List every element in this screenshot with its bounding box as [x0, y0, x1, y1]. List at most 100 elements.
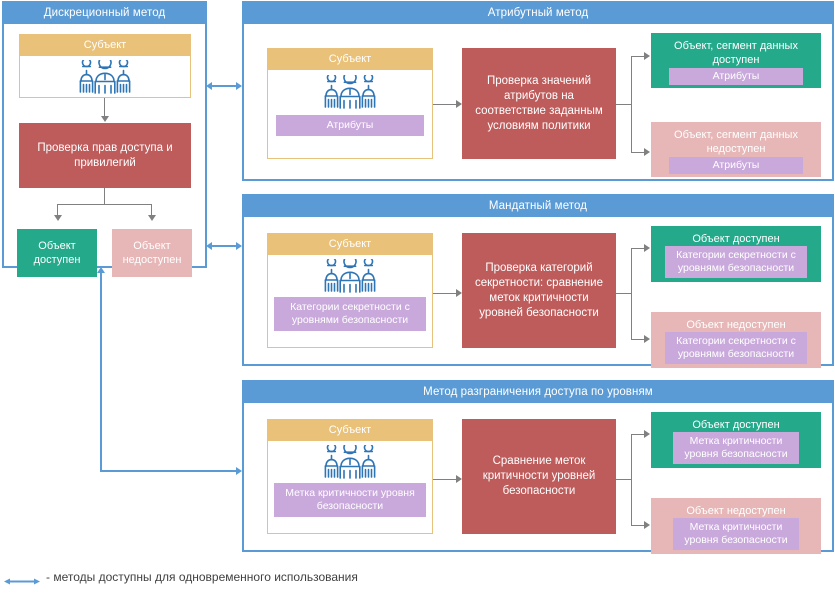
people-group-icon — [74, 55, 136, 99]
panel-mandatory-body: Субъект — [244, 217, 832, 368]
panel-discretionary: Дискреционный метод Субъект — [2, 1, 207, 277]
connector-branch-granted — [631, 434, 646, 435]
interpanel-connector-3-horizontal — [100, 470, 236, 472]
result-title: Объект, сегмент данных доступен — [674, 40, 798, 66]
result-chip-granted: Атрибуты — [669, 68, 803, 85]
arrowhead-right — [456, 100, 462, 108]
arrowhead-right-denied — [644, 335, 650, 343]
people-group-icon — [319, 254, 381, 298]
subject-title: Субъект — [268, 420, 432, 441]
panel-levels-header: Метод разграничения доступа по уровням — [244, 382, 832, 403]
connector-branch-vertical — [631, 56, 632, 152]
connector-process-stem — [616, 293, 631, 294]
result-title: Объект доступен — [692, 419, 780, 431]
result-granted-attribute: Объект, сегмент данных доступен Атрибуты — [651, 33, 821, 88]
subject-title: Субъект — [268, 49, 432, 70]
double-headed-arrow-icon — [4, 573, 40, 584]
result-denied-discretionary: Объект недоступен — [112, 229, 192, 277]
process-box-attribute: Проверка значений атрибутов на соответст… — [462, 48, 616, 159]
connector-subject-to-process — [433, 479, 457, 480]
subject-body: Метка критичности уровня безопасности — [268, 440, 432, 533]
panel-attribute-header: Атрибутный метод — [244, 3, 832, 24]
subject-chip-label: Метка критичности уровня безопасности — [274, 483, 426, 517]
result-denied-mandatory: Объект недоступен Категории секретности … — [651, 312, 821, 368]
connector-subject-to-process — [433, 293, 457, 294]
process-box-mandatory: Проверка категорий секретности: сравнени… — [462, 233, 616, 348]
panel-attribute-body: Субъект — [244, 24, 832, 181]
connector-branch-vertical — [631, 248, 632, 339]
legend: - методы доступны для одновременного исп… — [4, 570, 358, 584]
subject-title: Субъект — [268, 234, 432, 255]
people-group-icon — [319, 440, 381, 484]
subject-title: Субъект — [20, 35, 190, 56]
arrowhead-right — [456, 289, 462, 297]
result-chip-denied: Метка критичности уровня безопасности — [673, 518, 799, 550]
result-chip-denied: Атрибуты — [669, 157, 803, 174]
arrowhead-right-granted — [644, 52, 650, 60]
result-granted-mandatory: Объект доступен Категории секретности с … — [651, 226, 821, 282]
connector-branch-denied — [631, 152, 646, 153]
connector-branch-granted — [631, 248, 646, 249]
interpanel-connector-3-vertical — [100, 273, 102, 472]
result-title: Объект, сегмент данных недоступен — [674, 129, 798, 155]
interpanel-arrowhead-1-right — [236, 82, 242, 90]
interpanel-connector-2 — [212, 245, 236, 247]
panel-levels-body: Субъект — [244, 403, 832, 554]
subject-body — [20, 55, 190, 99]
subject-card-discretionary: Субъект — [19, 34, 191, 98]
arrowhead-right-granted — [644, 244, 650, 252]
panel-mandatory-header: Мандатный метод — [244, 196, 832, 217]
result-denied-levels: Объект недоступен Метка критичности уров… — [651, 498, 821, 554]
result-chip-granted: Категории секретности с уровнями безопас… — [665, 246, 807, 278]
interpanel-arrowhead-2-left — [206, 242, 212, 250]
interpanel-connector-1 — [212, 85, 236, 87]
connector-branch-vertical — [631, 434, 632, 525]
subject-body: Атрибуты — [268, 70, 432, 158]
subject-card-attribute: Субъект — [267, 48, 433, 159]
people-group-icon — [319, 70, 381, 114]
result-title: Объект доступен — [692, 233, 780, 245]
legend-text: - методы доступны для одновременного исп… — [46, 570, 358, 584]
subject-card-levels: Субъект — [267, 419, 433, 534]
subject-card-mandatory: Субъект — [267, 233, 433, 348]
result-chip-denied: Категории секретности с уровнями безопас… — [665, 332, 807, 364]
connector-branch-right — [151, 204, 152, 216]
panel-levels: Метод разграничения доступа по уровням С… — [242, 380, 834, 554]
connector-process-stem — [616, 104, 631, 105]
arrowhead-right-granted — [644, 430, 650, 438]
panel-mandatory: Мандатный метод Субъект — [242, 194, 834, 368]
subject-chip-secrecy: Категории секретности с уровнями безопас… — [274, 297, 426, 331]
panel-attribute: Атрибутный метод Субъект — [242, 1, 834, 181]
connector-branch-denied — [631, 525, 646, 526]
panel-discretionary-body: Субъект — [4, 24, 205, 277]
process-box-levels: Сравнение меток критичности уровней безо… — [462, 419, 616, 534]
connector-branch-bar — [57, 204, 152, 205]
arrowhead-down-denied — [148, 215, 156, 221]
panel-discretionary-header: Дискреционный метод — [4, 3, 205, 24]
connector-process-stem — [104, 188, 105, 204]
result-title: Объект недоступен — [686, 505, 786, 517]
connector-process-stem — [616, 479, 631, 480]
connector-branch-granted — [631, 56, 646, 57]
arrowhead-down — [101, 116, 109, 122]
result-chip-granted: Метка критичности уровня безопасности — [673, 432, 799, 464]
connector-branch-denied — [631, 339, 646, 340]
arrowhead-right-denied — [644, 521, 650, 529]
subject-body: Категории секретности с уровнями безопас… — [268, 254, 432, 347]
arrowhead-right-denied — [644, 148, 650, 156]
result-denied-attribute: Объект, сегмент данных недоступен Атрибу… — [651, 122, 821, 177]
interpanel-arrowhead-1-left — [206, 82, 212, 90]
arrowhead-down-granted — [54, 215, 62, 221]
result-granted-levels: Объект доступен Метка критичности уровня… — [651, 412, 821, 468]
result-granted-discretionary: Объект доступен — [17, 229, 97, 277]
arrowhead-right — [456, 475, 462, 483]
process-box-discretionary: Проверка прав доступа и привилегий — [19, 123, 191, 188]
interpanel-arrowhead-3-up — [97, 267, 105, 273]
interpanel-arrowhead-2-right — [236, 242, 242, 250]
connector-branch-left — [57, 204, 58, 216]
connector-subject-to-process — [104, 98, 105, 117]
connector-subject-to-process — [433, 104, 457, 105]
subject-chip-attributes: Атрибуты — [276, 115, 424, 136]
interpanel-arrowhead-3-right — [236, 467, 242, 475]
